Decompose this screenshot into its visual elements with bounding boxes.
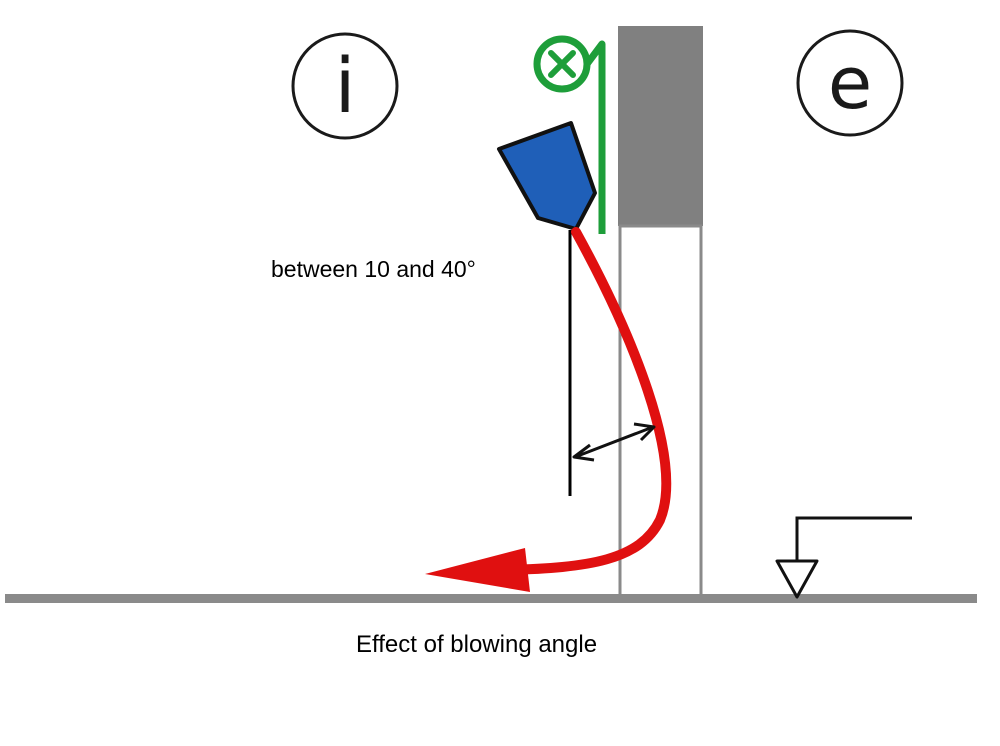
exterior-marker: e [796, 29, 904, 137]
angle-double-arrow [572, 422, 656, 462]
wall-lower-section [618, 224, 703, 598]
nozzle-icon [497, 121, 597, 231]
angle-label: between 10 and 40° [271, 256, 476, 282]
wall-upper-section [618, 26, 703, 226]
air-stream-arrow [425, 227, 672, 592]
exterior-marker-letter: e [828, 41, 872, 125]
ground-level-symbol [775, 516, 912, 599]
exterior-marker-circle [796, 29, 904, 137]
floor-line [5, 594, 977, 603]
interior-marker-circle [291, 32, 399, 140]
air-stream-arrowhead [425, 548, 530, 592]
diagram-caption: Effect of blowing angle [356, 631, 597, 658]
fan-control-icon [533, 35, 606, 234]
interior-marker: i [291, 32, 399, 140]
interior-marker-letter: i [334, 41, 355, 130]
